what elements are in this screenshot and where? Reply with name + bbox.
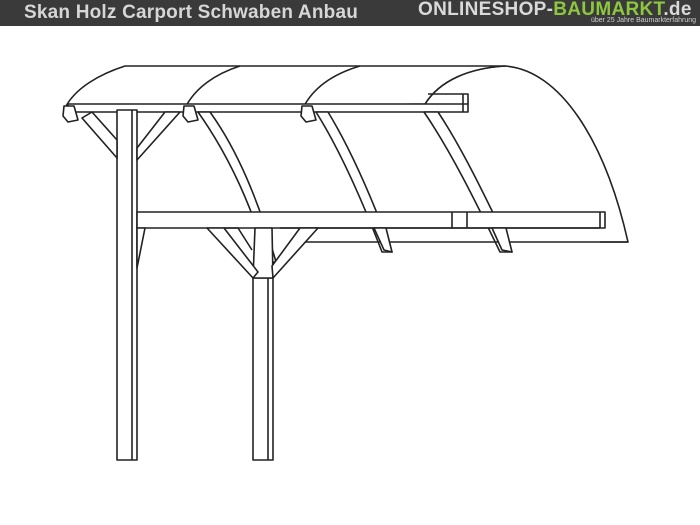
page-title: Skan Holz Carport Schwaben Anbau	[24, 2, 359, 23]
carport-drawing	[62, 65, 629, 461]
side-beam	[136, 211, 606, 229]
roof-surface	[64, 65, 506, 109]
brand-tagline: über 25 Jahre Baumarkterfahrung	[590, 17, 696, 24]
post-left	[116, 109, 138, 461]
header-bar: Skan Holz Carport Schwaben Anbau ONLINES…	[0, 0, 700, 26]
brand-logo[interactable]: ONLINESHOP-BAUMARKT.de	[418, 0, 692, 21]
brand-part-1: ONLINESHOP-	[418, 0, 554, 20]
brand-part-2: BAUMARKT	[553, 0, 664, 20]
post-middle	[252, 277, 274, 461]
brand-part-3: .de	[663, 0, 692, 20]
